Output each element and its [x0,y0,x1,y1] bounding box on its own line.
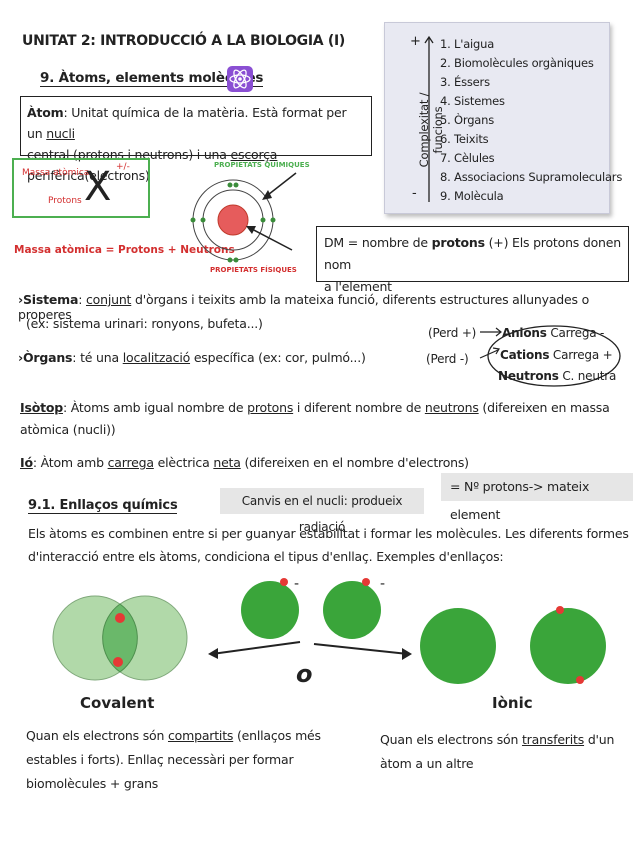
atom-definition-box: Àtom: Unitat química de la matèria. Està… [20,96,372,183]
atomic-notation-box: Massa atòmica Protons X +/- [12,158,150,218]
list-item: 2. Biomolècules orgàniques [440,56,594,70]
ionic-text: d'un [584,732,615,747]
neutrons-line: Neutrons C. neutra [498,369,616,383]
page-title: UNITAT 2: INTRODUCCIÓ A LA BIOLOGIA (I) [22,33,345,49]
isotop-text: : Àtoms amb igual nombre de [63,400,248,415]
complexity-note-card [384,22,610,214]
atom-def-text: : Unitat química de la matèria. Està for… [27,105,347,141]
organs-text: : té una [72,350,123,365]
cations-line: Cations Carrega + [500,348,613,362]
covalent-text: (enllaços més [233,728,321,743]
list-item: 1. L'aigua [440,37,495,51]
section-9-1-title: 9.1. Enllaços químics [28,498,178,514]
minus-sign-1: - [294,576,299,592]
list-item: 6. Teixits [440,132,489,146]
io-text: (difereixen en el nombre d'electrons) [240,455,469,470]
sistema-line: ›Sistema: conjunt d'òrgans i teixits amb… [18,292,590,322]
organs-text: específica (ex: cor, pulmó...) [190,350,366,365]
sistema-text: d'òrgans i teixits amb la mateixa funció… [18,292,590,322]
complexity-plus: + [410,34,421,49]
atom-diagram [190,172,297,263]
io-text: : Àtom amb [32,455,108,470]
atom-symbol-icon [227,66,253,92]
io-carrega: carrega [107,455,154,470]
sistema-text: : [78,292,86,307]
isotop-text: i diferent nombre de [293,400,425,415]
section-9-title: 9. Àtoms, elements molècules [40,70,264,87]
dm-text: a l'element [324,279,392,294]
dm-text: (+) Els protons donen nom [324,235,621,272]
isotop-term: Isòtop [20,400,63,415]
list-item: 5. Òrgans [440,113,495,127]
charge-label: +/- [116,162,130,172]
ionic-text: àtom a un altre [380,756,474,771]
covalent-compartits: compartits [167,728,234,743]
neutrons-charge: C. neutra [562,369,617,383]
covalent-text: estables i forts). Enllaç necessàri per … [26,752,294,767]
io-text: elèctrica [153,455,214,470]
complexity-minus: - [412,186,417,201]
bonds-diagram [52,578,606,684]
isotop-text: (difereixen en massa [478,400,610,415]
list-item: 8. Associacions Supramoleculars [440,170,623,184]
list-item: 9. Molècula [440,189,504,203]
organs-localitzacio: localització [122,350,191,365]
dm-protons: protons [431,235,485,250]
io-neta: neta [213,455,241,470]
perd-minus-label: (Perd -) [426,352,469,366]
chemical-properties-label: PROPIETATS QUÍMIQUES [214,161,310,169]
bonds-intro-1: Els àtoms es combinen entre si per guany… [28,526,629,541]
ions-oval [479,325,621,387]
protons-label: Protons [48,196,82,206]
ionic-transferits: transferits [521,732,585,747]
covalent-label: Covalent [80,694,155,712]
physical-properties-label: PROPIETATS FÍSIQUES [210,266,297,274]
anions-charge: Carrega - [550,326,605,340]
anions-term: Anions [502,326,547,340]
element-symbol: X [84,164,112,210]
atom-def-text: perifèrica(electrons) [27,168,150,183]
minus-sign-2: - [380,576,385,592]
list-item: 7. Cèlules [440,151,495,165]
mass-label: Massa atòmica [22,168,90,178]
isotop-protons: protons [247,400,294,415]
section-9-1-title-text: 9.1. Enllaços químics [28,498,178,514]
covalent-text: Quan els electrons són [26,728,168,743]
covalent-description: Quan els electrons són compartits (enlla… [26,724,321,796]
ionic-label: Iònic [492,694,533,712]
or-symbol: o [296,660,313,688]
io-term: Ió [20,455,33,470]
ionic-description: Quan els electrons són transferits d'un … [380,728,614,776]
isotop-line: Isòtop: Àtoms amb igual nombre de proton… [20,400,610,415]
covalent-text: biomolècules + grans [26,776,159,791]
neutrons-term: Neutrons [498,369,559,383]
dm-text: DM = nombre de [324,235,432,250]
list-item: 3. Éssers [440,75,490,89]
ionic-text: Quan els electrons són [380,732,522,747]
cations-charge: Carrega + [552,348,613,362]
sistema-example: (ex: sistema urinari: ronyons, bufeta...… [26,316,263,331]
sistema-term: Sistema [22,292,79,307]
atom-term: Àtom [27,105,64,120]
complexity-arrow-icon [424,35,434,202]
cations-term: Cations [500,348,550,362]
nucleus-changes-note: Canvis en el nucli: produeix radiació [220,488,424,534]
anions-line: Anions Carrega - [502,326,604,340]
bonds-intro-2: d'interacció entre els àtoms, condiciona… [28,549,504,564]
perd-plus-label: (Perd +) [428,326,477,340]
atom-def-nucli: nucli [46,126,75,141]
same-protons-note: = Nº protons-> mateix element [441,473,633,522]
isotop-neutrons: neutrons [424,400,479,415]
sistema-conjunt: conjunt [86,292,132,307]
list-item: 4. Sistemes [440,94,505,108]
io-line: Ió: Àtom amb carrega elèctrica neta (dif… [20,455,469,470]
isotop-line-2: atòmica (nucli)) [20,422,116,437]
section-9-title-text: 9. Àtoms, elements molècules [40,70,264,87]
dm-definition-box: DM = nombre de protons (+) Els protons d… [316,226,629,294]
mass-equation: Massa atòmica = Protons + Neutrons [14,244,235,256]
atom-def-escorca: escorça [230,147,278,162]
complexity-list: 1. L'aigua 2. Biomolècules orgàniques 3.… [440,35,622,206]
organs-term: Òrgans [22,350,73,365]
organs-line: ›Òrgans: té una localització específica … [18,350,366,365]
